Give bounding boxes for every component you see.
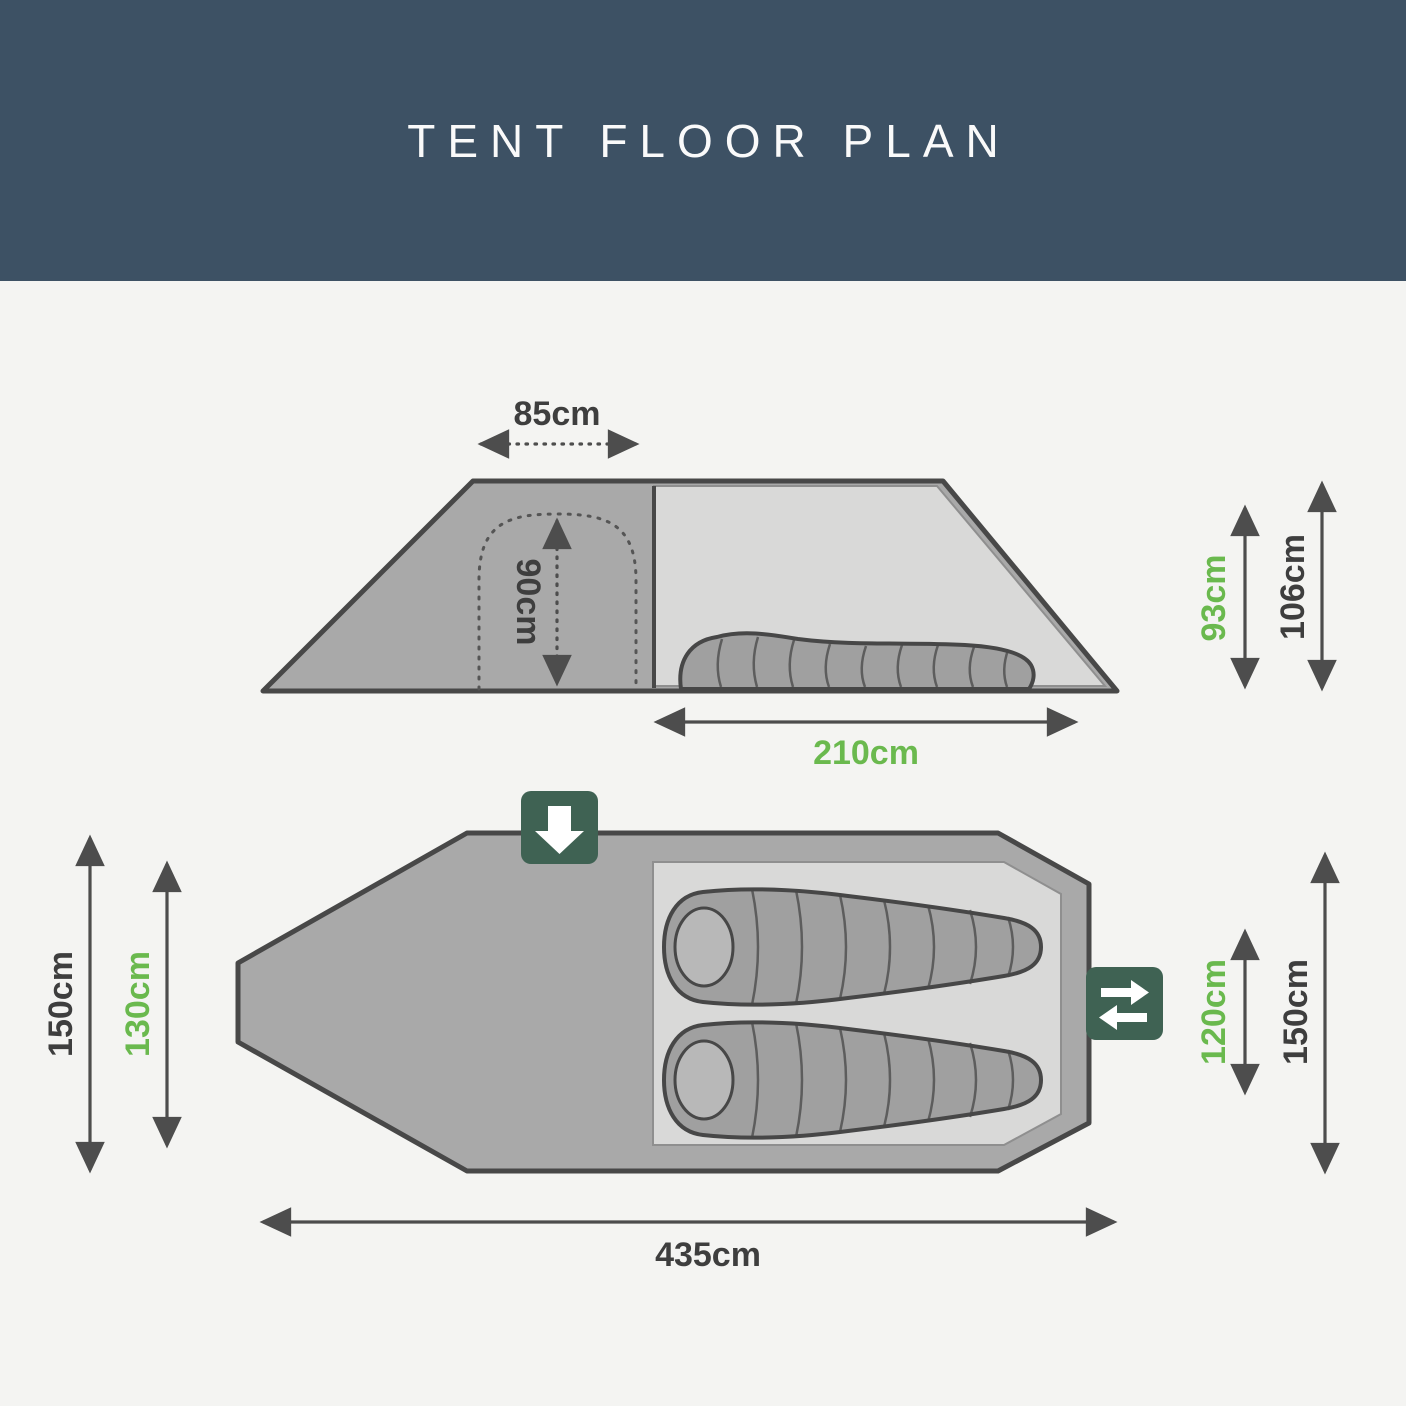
dimension-label-90cm: 90cm [509,559,547,646]
tent-side-view [260,478,1120,694]
sleeping-bag-outline [678,631,1036,691]
bag-hood [673,906,735,988]
icon-background [1086,967,1163,1040]
dimension-label-435cm: 435cm [655,1236,761,1274]
sleeping-bag-side-view [678,631,1036,691]
floor-plan-dimensions: 150cm 130cm 120cm 150cm 435cm [42,834,1340,1274]
door-arch-outline [477,512,638,691]
swap-horizontal-arrows-icon [1099,980,1149,1030]
bag-seams [716,636,1010,688]
sleeping-bag-top-1 [662,887,1043,1007]
dimension-label-150cm-left: 150cm [42,951,80,1057]
side-vent-marker [1086,967,1163,1040]
page-header: TENT FLOOR PLAN [0,0,1406,281]
down-arrow-icon [535,806,584,854]
dimension-label-210cm: 210cm [813,734,919,772]
bag-seams [750,1021,1015,1139]
tent-floor-plan [235,791,1163,1174]
side-view-dimensions: 85cm 90cm 210cm 93cm 106cm [477,395,1337,772]
dimension-label-150cm-right: 150cm [1277,959,1315,1065]
bag-hood [673,1039,735,1121]
dimension-label-120cm: 120cm [1195,959,1233,1065]
dimension-label-130cm: 130cm [119,951,157,1057]
page-title: TENT FLOOR PLAN [407,114,1011,167]
sleeping-bag-outline [662,887,1043,1007]
door-entry-marker [521,791,598,864]
bag-seams [750,888,1015,1006]
dimension-label-93cm: 93cm [1195,555,1233,642]
dimension-label-106cm: 106cm [1274,534,1312,640]
dimension-label-85cm: 85cm [514,395,601,433]
sleeping-bag-top-2 [662,1020,1043,1140]
sleeping-bag-outline [662,1020,1043,1140]
